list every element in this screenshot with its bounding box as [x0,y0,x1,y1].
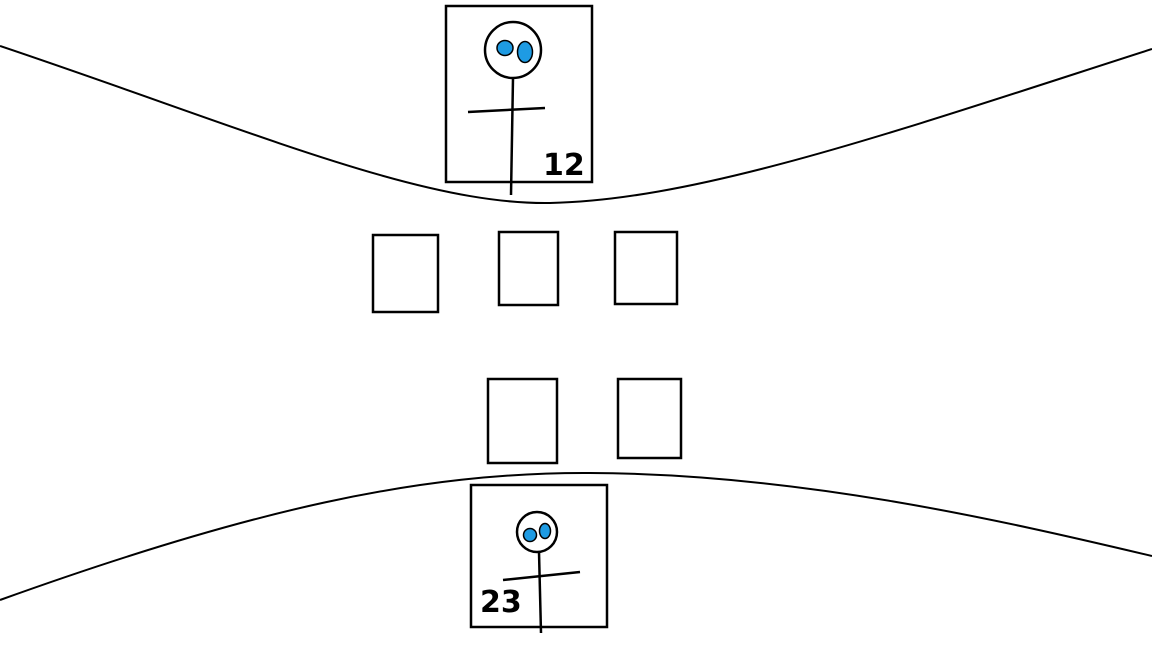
card [616,377,683,460]
top-boundary-curve [0,45,1152,205]
bottom-stick-figure [502,510,581,634]
body [509,77,515,196]
lower-card-row [486,377,683,465]
arms [467,106,546,114]
eye-right [538,522,552,540]
middle-card-row [371,230,679,314]
card [613,230,679,306]
arms [502,570,581,582]
head [515,510,559,554]
bottom-boundary-curve [0,471,1152,601]
top-player-card: 12 [444,4,594,196]
top-player-number: 12 [543,148,585,183]
bottom-player-card: 23 [469,483,609,634]
top-stick-figure [467,20,546,196]
eye-left [522,527,538,543]
card [371,233,440,314]
eye-right [516,40,534,64]
bottom-player-number: 23 [480,585,522,620]
body [537,551,543,634]
card [486,377,559,465]
card [497,230,560,307]
eye-left [496,39,514,57]
